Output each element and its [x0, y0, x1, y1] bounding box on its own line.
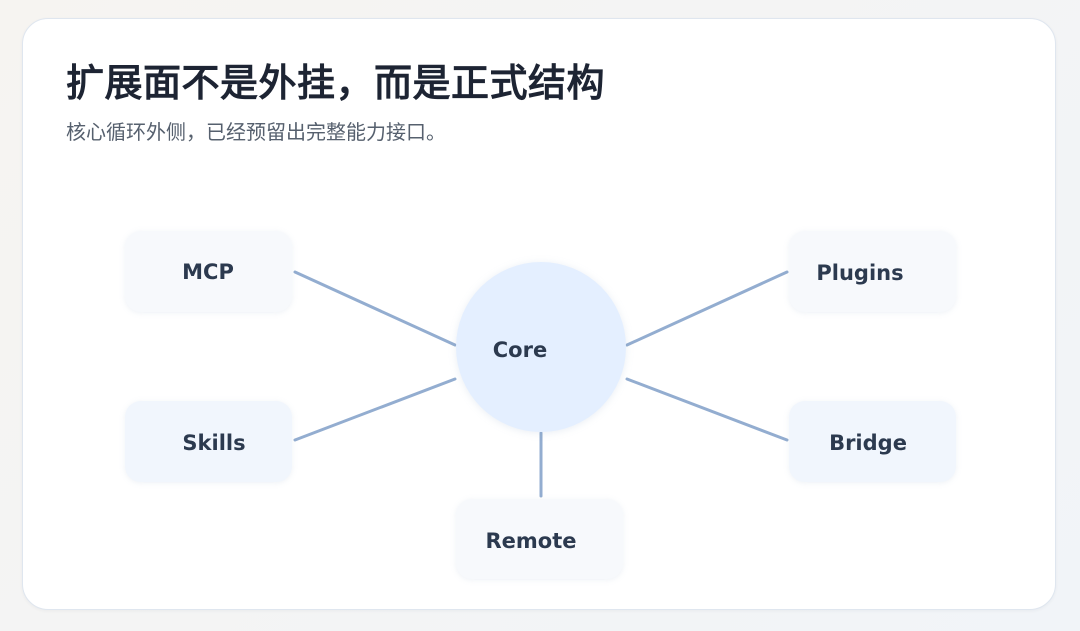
- link-core-mcp: [293, 270, 457, 347]
- page-subtitle: 核心循环外侧，已经预留出完整能力接口。: [66, 120, 446, 144]
- node-mcp-box: [125, 231, 292, 312]
- node-remote-box: [456, 499, 623, 579]
- node-plugins-box: [789, 231, 956, 312]
- node-bridge-label: Bridge: [829, 431, 907, 455]
- node-skills-box: [125, 401, 292, 482]
- node-skills-label: Skills: [182, 431, 245, 455]
- link-core-plugins: [625, 270, 789, 347]
- node-core: Core: [456, 262, 626, 432]
- link-core-skills: [293, 377, 457, 442]
- core-circle: [456, 262, 626, 432]
- link-core-bridge: [625, 377, 789, 442]
- node-bridge-box: [789, 401, 956, 482]
- page-title: 扩展面不是外挂，而是正式结构: [66, 61, 606, 105]
- node-remote-label: Remote: [485, 529, 576, 553]
- node-skills: Skills: [125, 401, 292, 482]
- node-mcp-label: MCP: [182, 260, 234, 284]
- node-plugins-label: Plugins: [816, 261, 903, 285]
- node-mcp: MCP: [125, 231, 292, 312]
- diagram-links: [293, 270, 789, 498]
- node-bridge: Bridge: [789, 401, 956, 482]
- core-label: Core: [493, 338, 547, 362]
- node-remote: Remote: [456, 499, 623, 579]
- node-plugins: Plugins: [789, 231, 956, 312]
